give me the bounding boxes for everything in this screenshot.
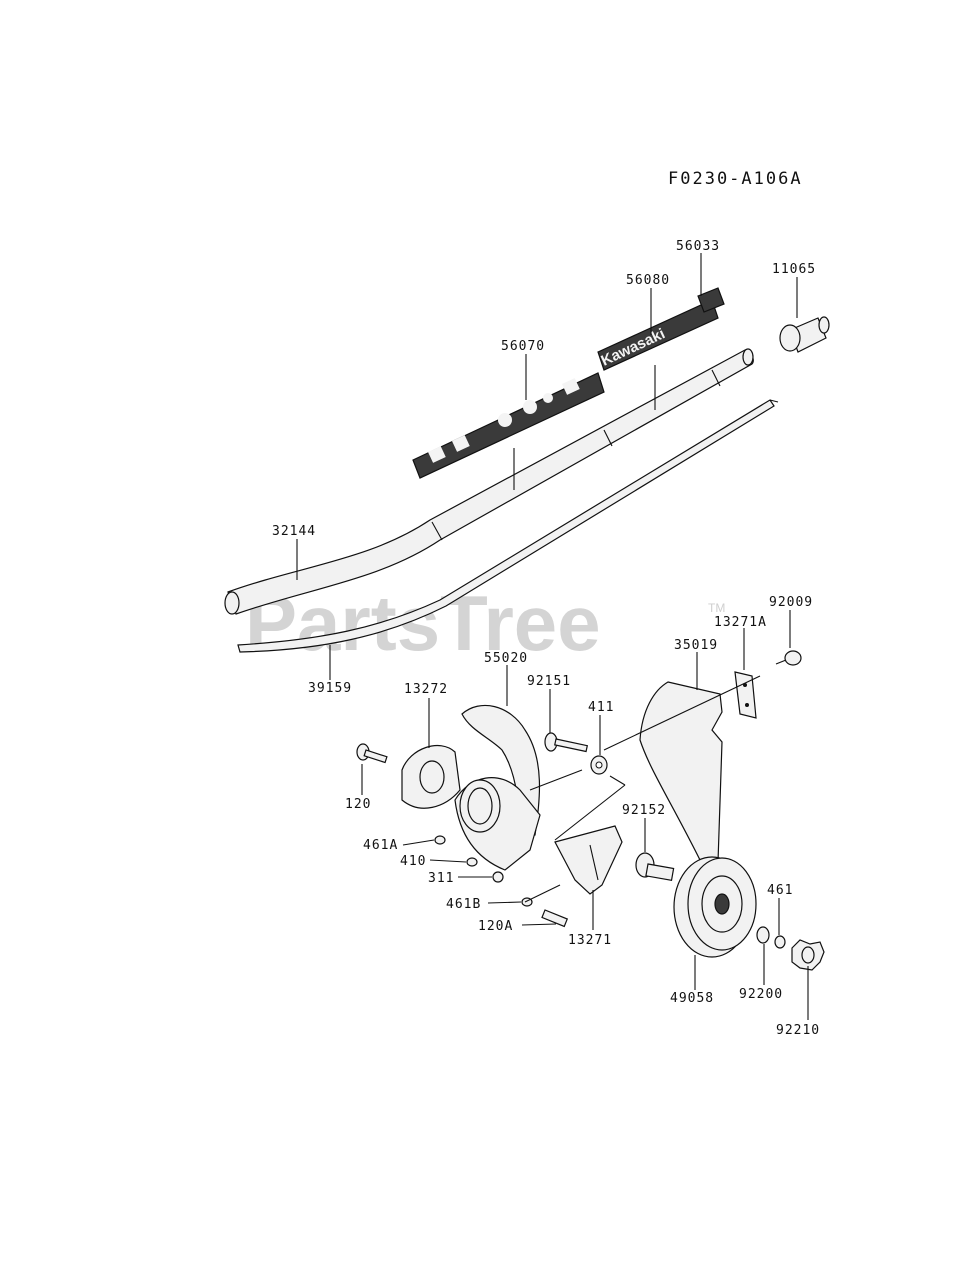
label-56033: 56033: [676, 239, 720, 254]
label-461: 461: [767, 883, 793, 898]
drive-shaft-39159-drawing: [237, 399, 779, 653]
label-55020: 55020: [484, 651, 528, 666]
label-120A: 120A: [478, 919, 513, 934]
label-49058: 49058: [670, 991, 714, 1006]
label-120: 120: [345, 797, 371, 812]
bolt-92151-drawing: [544, 732, 608, 775]
shaft-tube-32144-drawing: [224, 348, 754, 615]
label-13272: 13272: [404, 682, 448, 697]
wheel-hardware-drawing: [756, 926, 825, 971]
label-92151: 92151: [527, 674, 571, 689]
label-92009: 92009: [769, 595, 813, 610]
label-92210: 92210: [776, 1023, 820, 1038]
label-410: 410: [400, 854, 426, 869]
bracket-13271A-drawing: [734, 671, 757, 719]
label-311: 311: [428, 871, 454, 886]
coupling-11065-drawing: [779, 316, 830, 353]
label-461A: 461A: [363, 838, 398, 853]
shield-35019-drawing: [639, 681, 723, 863]
hardware-small-drawing: [434, 835, 569, 928]
label-411: 411: [588, 700, 614, 715]
label-39159: 39159: [308, 681, 352, 696]
part-labels: 56033 56080 11065 56070 32144 92009 1327…: [272, 239, 820, 1038]
axle-92152-drawing: [635, 852, 675, 882]
wheel-49058-drawing: [673, 856, 757, 958]
warning-decal-56070-drawing: [412, 372, 605, 479]
label-92152: 92152: [622, 803, 666, 818]
bolt-120-drawing: [356, 743, 388, 764]
brand-decal-56080-drawing: Kawasaki: [597, 287, 725, 371]
label-32144: 32144: [272, 524, 316, 539]
label-56070: 56070: [501, 339, 545, 354]
label-35019: 35019: [674, 638, 718, 653]
label-11065: 11065: [772, 262, 816, 277]
label-13271: 13271: [568, 933, 612, 948]
bolt-92009-drawing: [775, 650, 802, 666]
label-56080: 56080: [626, 273, 670, 288]
leader-lines: [296, 253, 809, 1020]
bracket-13271-drawing: [554, 825, 623, 895]
guard-55020-drawing: [454, 704, 541, 871]
diagram-code: F0230-A106A: [668, 169, 803, 189]
label-13271A: 13271A: [714, 615, 767, 630]
label-461B: 461B: [446, 897, 481, 912]
watermark-trademark: TM: [708, 601, 725, 615]
plate-13272-drawing: [401, 744, 461, 809]
label-92200: 92200: [739, 987, 783, 1002]
